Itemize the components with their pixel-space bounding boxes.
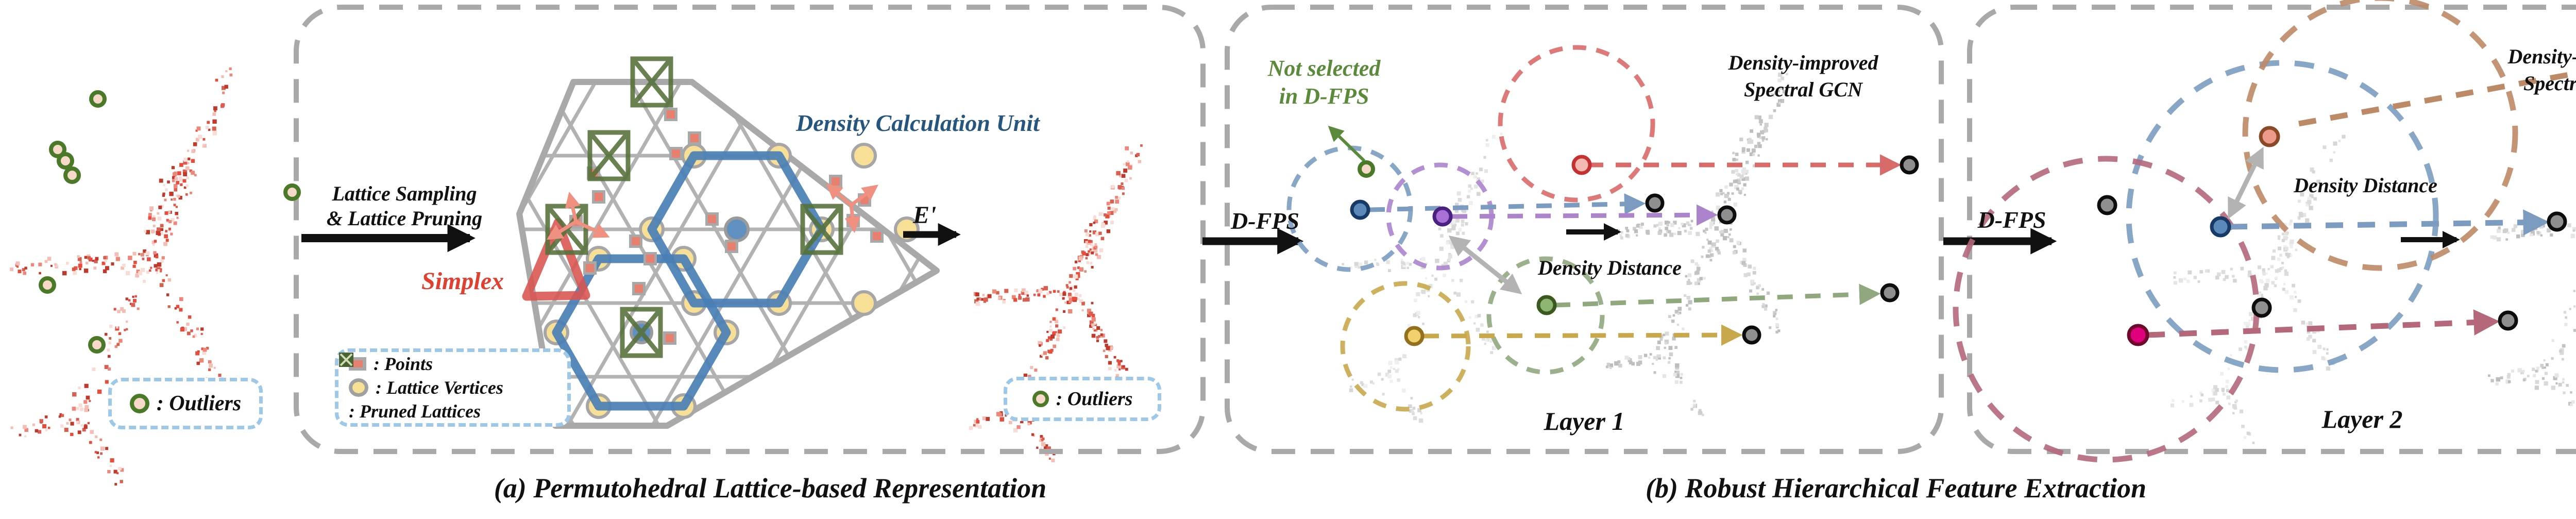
density-distance-arrows: [1448, 146, 2264, 294]
lattice-center-vertex-blue: [724, 216, 750, 242]
layer2-label: Layer 2: [2321, 405, 2403, 433]
e-prime-label: E': [913, 202, 937, 229]
dfps-label-1: D-FPS: [1231, 208, 1299, 234]
lattice-sampling-label-line2: & Lattice Pruning: [326, 207, 483, 230]
spectral-gcn-1-line1: Density-improved: [1728, 51, 1878, 74]
simplex-triangle: [522, 218, 590, 301]
splat-arrows: [546, 183, 878, 240]
legend-row-pruned-lattices: : Pruned Lattices: [339, 353, 557, 422]
dfps-label-2: D-FPS: [1977, 207, 2046, 233]
legend-points-label: : Points: [374, 354, 433, 374]
pruned-lattice-boxes: [545, 56, 843, 358]
lattice-sampling-label-line1: Lattice Sampling: [332, 182, 477, 205]
spectral-gcn-label-1: Density-improved Spectral GCN: [1695, 49, 1911, 103]
spectral-gcn-1-line2: Spectral GCN: [1744, 78, 1862, 101]
density-distance-label-1: Density Distance: [1538, 256, 1682, 279]
outliers-legend-1: : Outliers: [108, 378, 263, 429]
outlier-points: [39, 90, 1375, 354]
lattice-sampling-label: Lattice Sampling & Lattice Pruning: [301, 181, 507, 231]
layer2-gcn-arrows: [2147, 70, 2576, 338]
layer1-label: Layer 1: [1544, 407, 1625, 436]
spectral-gcn-label-2: Density-improved Spectral GCN: [2472, 43, 2576, 97]
outlier-icon: [129, 394, 149, 413]
flow-arrows: [301, 223, 2460, 255]
density-calculation-unit-label: Density Calculation Unit: [796, 110, 1040, 136]
legend-pruned-lattices-label: : Pruned Lattices: [349, 401, 481, 422]
lattice-legend: : Points : Lattice Vertices : Pruned Lat…: [335, 348, 571, 427]
outliers-legend-1-label: : Outliers: [156, 392, 242, 415]
not-selected-label-line1: Not selected: [1267, 56, 1381, 81]
legend-row-lattice-vertices: : Lattice Vertices: [349, 377, 557, 398]
legend-lattice-vertices-label: : Lattice Vertices: [376, 377, 503, 398]
not-selected-label: Not selected in D-FPS: [1236, 55, 1412, 110]
layer1-gcn-arrows: [1369, 154, 1902, 346]
pruned-lattice-icon: [339, 353, 353, 367]
outliers-legend-2: : Outliers: [1004, 377, 1161, 421]
panel-a-border: [294, 5, 1206, 454]
not-selected-arrow: [1328, 125, 1366, 162]
caption-a: (a) Permutohedral Lattice-based Represen…: [494, 473, 1047, 504]
spectral-gcn-2-line1: Density-improved: [2507, 45, 2576, 68]
outliers-legend-2-label: : Outliers: [1056, 388, 1133, 410]
panel-layer1-border: [1225, 5, 1944, 454]
lattice-vertex-icon: [349, 378, 368, 397]
spectral-gcn-2-line2: Spectral GCN: [2523, 72, 2576, 95]
panel-layer2-border: [1967, 5, 2576, 454]
legend-row-points: : Points: [349, 353, 557, 375]
not-selected-label-line2: in D-FPS: [1279, 83, 1369, 109]
sampled-points: [1350, 126, 2280, 346]
density-calculation-unit-hexagon-2: [552, 254, 731, 411]
permutohedral-lattice: [516, 56, 940, 429]
outlier-icon: [1032, 391, 1049, 407]
simplex-label: Simplex: [421, 267, 504, 295]
feature-points: [1645, 155, 2567, 345]
lattice-outline: [516, 79, 940, 429]
density-distance-label-2: Density Distance: [2294, 174, 2437, 197]
caption-b: (b) Robust Hierarchical Feature Extracti…: [1645, 473, 2147, 504]
density-calculation-unit-hexagon: [647, 151, 826, 308]
